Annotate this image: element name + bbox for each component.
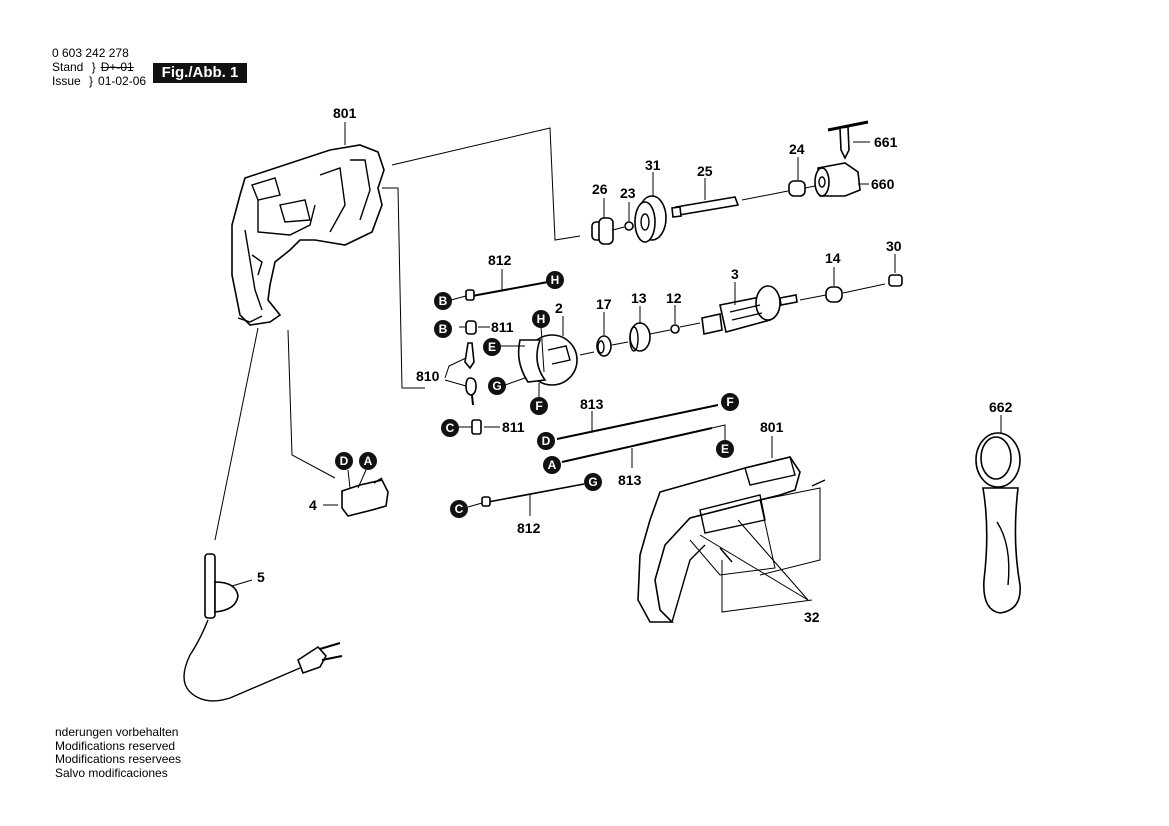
svg-text:D: D — [542, 434, 551, 448]
svg-text:A: A — [364, 454, 373, 468]
svg-text:E: E — [721, 442, 729, 456]
part-label-801: 801 — [333, 105, 357, 121]
part-number: 0 603 242 278 — [52, 46, 129, 60]
part-14-bearing[interactable] — [825, 286, 843, 303]
part-662-auxiliary-handle[interactable] — [975, 432, 1021, 614]
connector-h-mid[interactable]: H — [532, 310, 550, 373]
part-label-2: 2 — [555, 300, 563, 316]
connector-f-mid[interactable]: F — [530, 383, 548, 415]
part-17-bearing[interactable] — [596, 335, 612, 357]
connector-d-mid[interactable]: D — [537, 432, 555, 450]
part-label-811-top: 811 — [491, 319, 514, 335]
connector-c-bottom[interactable]: C — [450, 500, 468, 518]
part-label-23: 23 — [620, 185, 636, 201]
part-26-bearing[interactable] — [591, 217, 614, 245]
part-label-813-upper: 813 — [580, 396, 604, 412]
part-31-gear[interactable] — [634, 195, 667, 243]
stand-value: D+-01 — [100, 60, 134, 74]
svg-text:C: C — [446, 421, 455, 435]
connector-e-right[interactable]: E — [716, 440, 734, 458]
part-label-660: 660 — [871, 176, 895, 192]
connector-a-switch[interactable]: A — [359, 452, 377, 470]
part-25-spindle[interactable] — [671, 196, 740, 218]
part-5-power-cord[interactable] — [183, 553, 343, 702]
part-30-cap[interactable] — [888, 274, 903, 287]
connector-f-right[interactable]: F — [721, 393, 739, 411]
brace-icon: } — [89, 74, 94, 88]
housing-half-left[interactable] — [231, 144, 385, 326]
document-header: 0 603 242 278 Stand }D+-01 Issue }01-02-… — [52, 46, 146, 88]
connector-a-mid[interactable]: A — [543, 456, 561, 474]
connector-c-mid[interactable]: C — [441, 419, 459, 437]
svg-text:G: G — [588, 475, 597, 489]
part-label-24: 24 — [789, 141, 805, 157]
part-label-30: 30 — [886, 238, 902, 254]
connector-e-mid[interactable]: E — [483, 338, 525, 356]
part-label-32: 32 — [804, 609, 820, 625]
part-812-wire-bottom[interactable] — [481, 483, 585, 507]
figure-label: Fig./Abb. 1 — [153, 63, 247, 83]
part-label-812-top: 812 — [488, 252, 512, 268]
part-label-812-bottom: 812 — [517, 520, 541, 536]
connector-h-top[interactable]: H — [546, 271, 564, 289]
part-3-armature[interactable] — [701, 285, 798, 335]
part-label-12: 12 — [666, 290, 682, 306]
svg-text:F: F — [535, 399, 542, 413]
part-label-5: 5 — [257, 569, 265, 585]
part-4-switch[interactable] — [341, 477, 389, 517]
svg-text:E: E — [488, 340, 496, 354]
connector-b-top[interactable]: B — [434, 292, 467, 310]
part-label-14: 14 — [825, 250, 841, 266]
part-label-811-bottom: 811 — [502, 419, 525, 435]
part-label-810: 810 — [416, 368, 440, 384]
part-label-3: 3 — [731, 266, 739, 282]
part-label-801-bottom: 801 — [760, 419, 784, 435]
svg-text:A: A — [548, 458, 557, 472]
svg-text:H: H — [537, 312, 546, 326]
footer-line-fr: Modifications reservees — [55, 752, 182, 766]
svg-text:D: D — [340, 454, 349, 468]
svg-text:H: H — [551, 273, 560, 287]
part-13-fan[interactable] — [629, 322, 651, 352]
part-label-26: 26 — [592, 181, 608, 197]
part-661-chuck-key[interactable] — [827, 120, 869, 160]
part-label-661: 661 — [874, 134, 898, 150]
part-660-drill-chuck[interactable] — [814, 162, 861, 197]
svg-text:B: B — [439, 322, 448, 336]
part-813-wire-lower[interactable] — [561, 424, 726, 463]
footer-line-es: Salvo modificaciones — [55, 765, 168, 780]
part-label-31: 31 — [645, 157, 661, 173]
part-label-25: 25 — [697, 163, 713, 179]
footer-disclaimer: nderungen vorbehalten Modifications rese… — [55, 725, 182, 780]
svg-text:C: C — [455, 502, 464, 516]
footer-line-de: nderungen vorbehalten — [55, 725, 179, 739]
part-12-washer[interactable] — [670, 324, 680, 334]
part-label-13: 13 — [631, 290, 647, 306]
part-2-field-coil[interactable] — [517, 334, 578, 386]
part-label-662: 662 — [989, 399, 1013, 415]
footer-line-en: Modifications reserved — [55, 738, 176, 753]
part-813-wire-upper[interactable] — [556, 404, 719, 440]
connector-g-bottom[interactable]: G — [584, 473, 602, 491]
part-23-washer[interactable] — [624, 221, 634, 231]
part-label-17: 17 — [596, 296, 612, 312]
part-810-carbon-brushes[interactable] — [464, 342, 477, 406]
part-24-bearing[interactable] — [788, 180, 806, 197]
brace-icon: } — [91, 60, 96, 74]
part-811-brush-holder-top[interactable] — [465, 320, 477, 335]
svg-text:F: F — [726, 395, 733, 409]
connector-d-switch[interactable]: D — [335, 452, 353, 470]
part-label-813-lower: 813 — [618, 472, 642, 488]
svg-text:B: B — [439, 294, 448, 308]
issue-label: Issue — [52, 74, 81, 88]
stand-label: Stand — [52, 60, 84, 74]
part-811-brush-holder-bottom[interactable] — [471, 419, 482, 435]
connector-b-mid[interactable]: B — [434, 320, 452, 338]
issue-value: 01-02-06 — [98, 74, 147, 88]
housing-half-right[interactable] — [637, 456, 826, 623]
svg-text:G: G — [492, 379, 501, 393]
part-label-4: 4 — [309, 497, 317, 513]
connector-g-mid[interactable]: G — [488, 377, 526, 395]
part-812-wire-top[interactable] — [465, 281, 549, 301]
